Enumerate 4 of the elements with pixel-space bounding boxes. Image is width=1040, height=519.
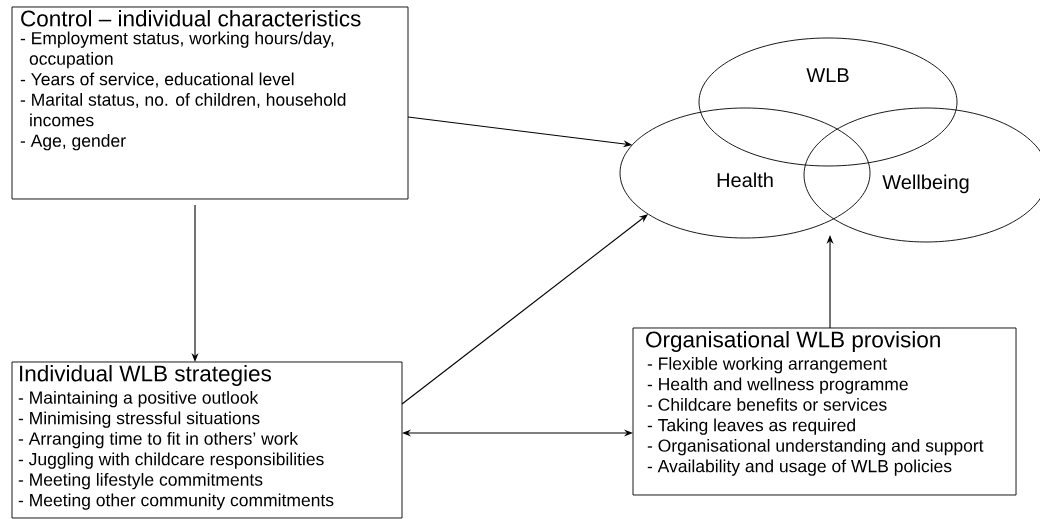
arrow xyxy=(402,429,633,437)
text-box: Organisational WLB provision - Flexible working arrangement - Health and wellness programme - Childcare benefits or services - Taking leaves as required - Organisational understanding and support - Availability and usage of WLB policies xyxy=(632,327,1017,496)
text-box: Control – individual characteristics - Employment status, working hours/day, occupation - Years of service, educational level - Marital status, no. of children, household incomes - Age, gender xyxy=(11,6,409,200)
text-box: Individual WLB strategies - Maintaining a positive outlook - Minimising stressful situations - Arranging time to fit in others’ work - Juggling with childcare responsibilities - Meeting lifestyle commitments - Meeting other community commitments xyxy=(11,361,403,519)
